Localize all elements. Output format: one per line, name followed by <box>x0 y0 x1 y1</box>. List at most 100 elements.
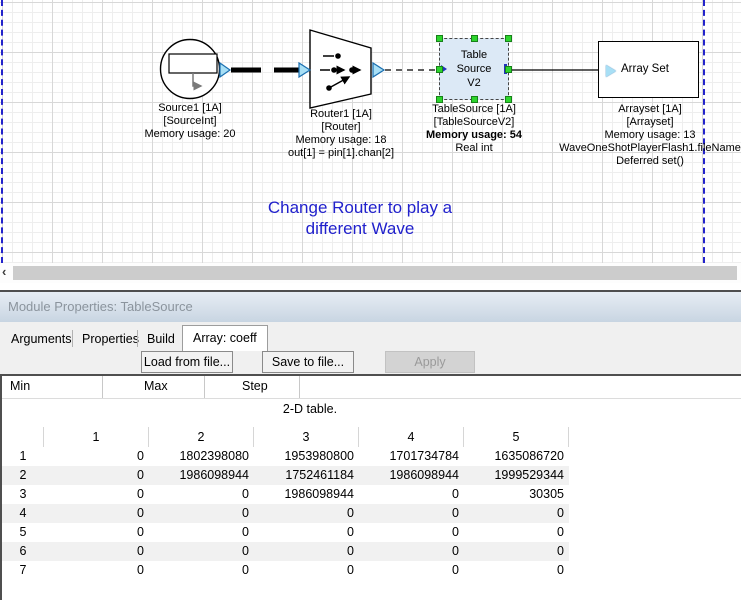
panel-tab-strip: Arguments Properties Build Array: coeff … <box>0 322 741 374</box>
row-header: 7 <box>19 563 27 577</box>
tab-properties[interactable]: Properties <box>82 332 139 346</box>
router1-block[interactable] <box>298 29 386 109</box>
source1-caption: Source1 [1A] [SourceInt] Memory usage: 2… <box>144 102 236 140</box>
tablesource-box-line: Table <box>460 49 488 61</box>
table-cell[interactable]: 0 <box>557 525 564 539</box>
field-separator <box>204 376 205 398</box>
canvas-annotation[interactable]: Change Router to play a different Wave <box>267 198 453 238</box>
table-cell[interactable]: 0 <box>347 525 354 539</box>
table-cell[interactable]: 0 <box>137 525 144 539</box>
arrayset-caption: Arrayset [1A] [Arrayset] Memory usage: 1… <box>559 103 741 167</box>
table-cell[interactable]: 1999529344 <box>464 466 569 485</box>
tab-arguments[interactable]: Arguments <box>11 332 72 346</box>
column-header: 5 <box>464 427 569 447</box>
table-cell[interactable]: 0 <box>242 487 249 501</box>
selection-handle[interactable] <box>505 35 512 42</box>
row-header: 2 <box>2 466 44 485</box>
tablesource-block[interactable]: Table Source V2 <box>436 35 512 103</box>
panel-title: Module Properties: TableSource <box>0 292 741 322</box>
arrayset-block[interactable]: Array Set <box>598 41 699 98</box>
wires-and-blocks-layer <box>159 29 598 109</box>
tablesource-box-line: V2 <box>467 77 481 89</box>
table-cell[interactable]: 0 <box>359 542 464 561</box>
table-cell[interactable]: 1802398080 <box>179 449 249 463</box>
row-header: 3 <box>19 487 27 501</box>
router1-input-pin[interactable] <box>298 61 312 79</box>
table-cell[interactable]: 30305 <box>529 487 564 501</box>
table-cell[interactable]: 1635086720 <box>494 449 564 463</box>
schematic-canvas[interactable]: Table Source V2 Array Set Source1 [1A] [… <box>0 0 741 263</box>
row-header: 4 <box>2 504 44 523</box>
field-separator <box>299 376 300 398</box>
column-header: 3 <box>254 427 359 447</box>
table-cell[interactable]: 0 <box>137 563 144 577</box>
source1-output-pin[interactable] <box>219 61 232 79</box>
selection-handle[interactable] <box>436 96 443 103</box>
table-cell[interactable]: 0 <box>359 504 464 523</box>
tablesource-caption: TableSource [1A] [TableSourceV2] Memory … <box>426 103 522 154</box>
row-header: 5 <box>19 525 27 539</box>
table-cell[interactable]: 1701734784 <box>389 449 459 463</box>
column-header: 2 <box>149 427 254 447</box>
selection-handle[interactable] <box>436 66 443 73</box>
table-cell[interactable]: 0 <box>452 487 459 501</box>
table-cell[interactable]: 1953980800 <box>284 449 354 463</box>
page-boundary-right <box>703 0 705 263</box>
router1-output-pin[interactable] <box>372 61 386 79</box>
array-editor-section: Min Max Step 2-D table. 1 2 3 4 5 1 0 18… <box>0 376 741 600</box>
load-from-file-button[interactable]: Load from file... <box>141 351 233 373</box>
table-cell[interactable]: 0 <box>452 525 459 539</box>
table-cell[interactable]: 0 <box>149 542 254 561</box>
table-cell[interactable]: 1986098944 <box>359 466 464 485</box>
table-cell[interactable]: 0 <box>464 542 569 561</box>
apply-button[interactable]: Apply <box>385 351 475 373</box>
tab-build[interactable]: Build <box>147 332 175 346</box>
selection-handle[interactable] <box>436 35 443 42</box>
tab-strip-divider <box>0 374 741 376</box>
table-cell[interactable]: 1752461184 <box>254 466 359 485</box>
field-separator <box>102 376 103 398</box>
selection-handle[interactable] <box>471 96 478 103</box>
table-cell[interactable]: 1986098944 <box>149 466 254 485</box>
max-field-label: Max <box>144 379 168 393</box>
table-corner-cell <box>2 427 44 447</box>
row-header: 6 <box>2 542 44 561</box>
selection-handle[interactable] <box>505 96 512 103</box>
table-dimension-caption: 2-D table. <box>282 402 338 416</box>
table-cell[interactable]: 0 <box>464 504 569 523</box>
scrollbar-thumb[interactable] <box>13 266 737 280</box>
tab-separator <box>137 330 138 347</box>
router1-caption: Router1 [1A] [Router] Memory usage: 18 o… <box>287 108 395 159</box>
table-cell[interactable]: 0 <box>347 563 354 577</box>
tablesource-box-line: Source <box>456 63 492 75</box>
save-to-file-button[interactable]: Save to file... <box>262 351 354 373</box>
table-cell[interactable]: 0 <box>137 449 144 463</box>
table-cell[interactable]: 0 <box>137 487 144 501</box>
table-cell[interactable]: 0 <box>44 542 149 561</box>
min-field-label: Min <box>10 379 31 393</box>
arrayset-box-label: Array Set <box>621 63 669 75</box>
table-cell[interactable]: 0 <box>242 563 249 577</box>
min-max-step-row: Min Max Step <box>2 376 741 399</box>
canvas-horizontal-scrollbar[interactable]: ‹ <box>0 263 741 283</box>
tablesource-input-pin[interactable] <box>441 65 447 73</box>
scroll-left-icon[interactable]: ‹ <box>2 264 7 279</box>
step-field-label: Step <box>242 379 268 393</box>
table-cell[interactable]: 0 <box>242 525 249 539</box>
table-cell[interactable]: 0 <box>44 466 149 485</box>
arrayset-input-pin[interactable] <box>606 65 616 77</box>
selection-handle[interactable] <box>505 66 512 73</box>
row-header: 1 <box>19 449 27 463</box>
table-cell[interactable]: 0 <box>254 504 359 523</box>
table-cell[interactable]: 1986098944 <box>284 487 354 501</box>
table-cell[interactable]: 0 <box>254 542 359 561</box>
tab-separator <box>72 330 73 347</box>
table-cell[interactable]: 0 <box>149 504 254 523</box>
selection-handle[interactable] <box>471 35 478 42</box>
tab-array-coeff[interactable]: Array: coeff <box>182 325 268 351</box>
source1-block[interactable] <box>159 38 232 100</box>
table-cell[interactable]: 0 <box>452 563 459 577</box>
table-cell[interactable]: 0 <box>44 504 149 523</box>
table-cell[interactable]: 0 <box>557 563 564 577</box>
